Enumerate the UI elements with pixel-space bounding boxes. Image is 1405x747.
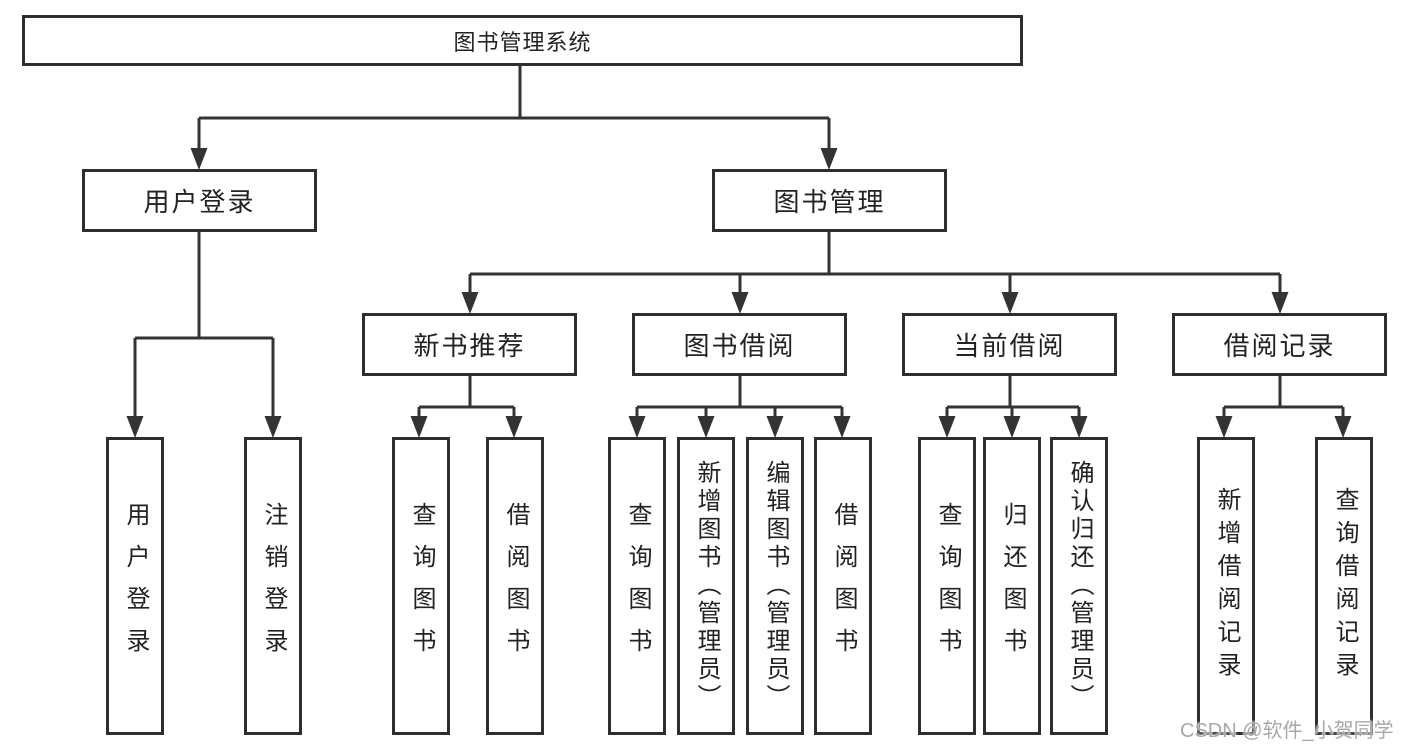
leaf-confirm-return-admin: 确认归还（管理员）	[1050, 437, 1108, 735]
node-label: 用户登录	[122, 502, 149, 670]
leaf-query-books-borrowing: 查询图书	[608, 437, 666, 735]
leaf-add-borrow-record: 新增借阅记录	[1197, 437, 1255, 735]
node-label: 图书管理	[773, 187, 886, 217]
leaf-borrow-books-borrowing: 借阅图书	[814, 437, 872, 735]
node-book-borrowing: 图书借阅	[632, 313, 847, 376]
node-label: 查询借阅记录	[1331, 487, 1358, 685]
leaf-query-books-current: 查询图书	[918, 437, 976, 735]
node-label: 新增图书（管理员）	[693, 460, 720, 712]
node-label: 查询图书	[624, 502, 651, 670]
node-book-management: 图书管理	[712, 169, 947, 232]
node-new-book-recommend: 新书推荐	[362, 313, 577, 376]
node-label: 新增借阅记录	[1213, 487, 1240, 685]
node-label: 当前借阅	[953, 331, 1066, 361]
leaf-logout: 注销登录	[244, 437, 302, 735]
node-label: 查询图书	[408, 502, 435, 670]
leaf-add-book-admin: 新增图书（管理员）	[677, 437, 735, 735]
leaf-return-book: 归还图书	[983, 437, 1041, 735]
node-borrow-records: 借阅记录	[1172, 313, 1387, 376]
node-user-login: 用户登录	[82, 169, 317, 232]
node-label: 图书借阅	[683, 331, 796, 361]
leaf-query-books-recommend: 查询图书	[392, 437, 450, 735]
csdn-watermark: CSDN @软件_小贺同学	[1180, 720, 1394, 742]
leaf-edit-book-admin: 编辑图书（管理员）	[746, 437, 804, 735]
node-label: 用户登录	[143, 187, 256, 217]
node-label: 新书推荐	[413, 331, 526, 361]
node-label: 查询图书	[934, 502, 961, 670]
node-label: 编辑图书（管理员）	[762, 460, 789, 712]
node-root-system: 图书管理系统	[22, 15, 1023, 66]
node-label: 归还图书	[999, 502, 1026, 670]
node-label: 注销登录	[260, 502, 287, 670]
leaf-user-login: 用户登录	[106, 437, 164, 735]
leaf-query-borrow-record: 查询借阅记录	[1315, 437, 1373, 735]
node-label: 借阅图书	[830, 502, 857, 670]
node-label: 借阅图书	[502, 502, 529, 670]
node-label: 图书管理系统	[453, 29, 592, 55]
node-label: 确认归还（管理员）	[1066, 460, 1093, 712]
leaf-borrow-books-recommend: 借阅图书	[486, 437, 544, 735]
node-label: 借阅记录	[1223, 331, 1336, 361]
node-current-borrowing: 当前借阅	[902, 313, 1117, 376]
